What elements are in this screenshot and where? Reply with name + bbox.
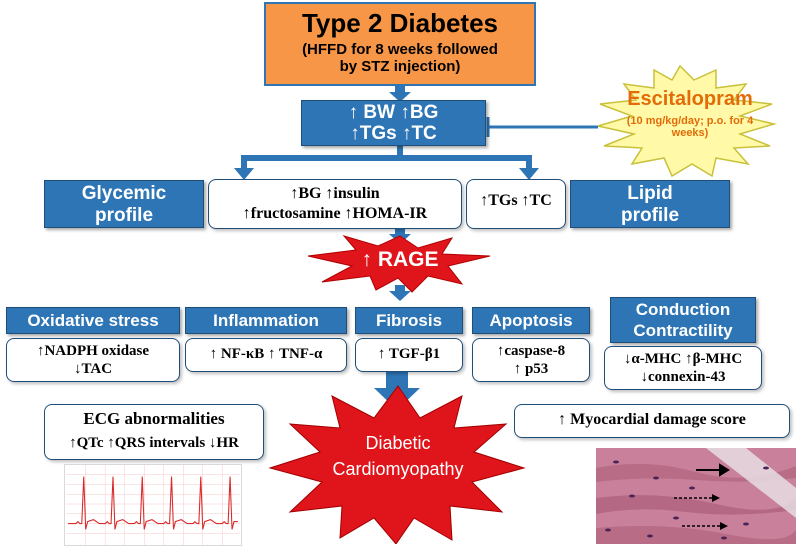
outcome-line-2: Cardiomyopathy [332, 459, 464, 479]
inflammation-value: ↑ NF-κB ↑ TNF-α [209, 346, 323, 362]
params-line-2: ↑TGs ↑TC [350, 123, 437, 144]
diabetes-title: Type 2 Diabetes [301, 8, 499, 38]
drug-burst [597, 64, 777, 178]
ecg-box: ECG abnormalities ↑QTc ↑QRS intervals ↓H… [44, 404, 264, 460]
pathway-apoptosis-values: ↑caspase-8 ↑ p53 [472, 338, 590, 382]
glycemic-value-2: ↑fructosamine ↑HOMA-IR [242, 205, 428, 222]
diabetes-subtitle-1: (HFFD for 8 weeks followed [302, 41, 498, 58]
ecg-trace-image [64, 464, 242, 546]
params-box: ↑ BW ↑BG ↑TGs ↑TC [301, 100, 486, 146]
glycemic-values-box: ↑BG ↑insulin ↑fructosamine ↑HOMA-IR [208, 179, 462, 229]
pathway-oxidative-label: Oxidative stress [6, 307, 180, 334]
ecg-title: ECG abnormalities [83, 409, 225, 428]
histology-image [596, 448, 796, 544]
branch-arrow-left [234, 168, 254, 180]
type2-diabetes-box: Type 2 Diabetes (HFFD for 8 weeks follow… [264, 2, 536, 86]
lipid-values-box: ↑TGs ↑TC [466, 179, 566, 229]
pathway-fibrosis-label: Fibrosis [355, 307, 463, 334]
escitalopram-label: Escitalopram (10 mg/kg/day; p.o. for 4 w… [600, 88, 780, 139]
myocardial-damage-box: ↑ Myocardial damage score [514, 404, 790, 438]
rage-burst [307, 235, 491, 293]
glycemic-label-2: profile [94, 205, 154, 226]
lipid-profile-label: Lipid profile [570, 180, 730, 228]
conduction-label-1: Conduction [635, 300, 731, 319]
branch-bracket [241, 155, 532, 172]
arrow-title-to-params [389, 85, 411, 102]
outcome-burst [268, 385, 526, 544]
pathway-conduction-label: Conduction Contractility [610, 297, 756, 343]
conduction-value-2: ↓connexin-43 [640, 369, 726, 385]
lipid-label-2: profile [620, 205, 680, 226]
pathway-inflammation-label: Inflammation [185, 307, 347, 334]
pathway-conduction-values: ↓α-MHC ↑β-MHC ↓connexin-43 [604, 346, 762, 390]
drug-dose-2: weeks) [671, 127, 709, 139]
diabetes-subtitle-2: by STZ injection) [339, 58, 461, 75]
lipid-label-1: Lipid [627, 183, 673, 204]
ecg-values: ↑QTc ↑QRS intervals ↓HR [69, 435, 239, 451]
outcome-label: Diabetic Cardiomyopathy [320, 430, 476, 482]
outcome-line-1: Diabetic [365, 433, 431, 453]
arrow-rage-to-pathways [389, 285, 411, 301]
apoptosis-value-1: ↑caspase-8 [496, 343, 566, 359]
drug-dose-1: (10 mg/kg/day; p.o. for 4 [626, 115, 754, 127]
conduction-value-1: ↓α-MHC ↑β-MHC [623, 351, 743, 367]
glycemic-value-1: ↑BG ↑insulin [290, 185, 380, 202]
drug-name: Escitalopram [627, 88, 753, 110]
conduction-label-2: Contractility [633, 321, 733, 340]
oxidative-value-2: ↓TAC [73, 361, 113, 377]
rage-label: ↑ RAGE [361, 248, 439, 271]
params-line-1: ↑ BW ↑BG [348, 102, 439, 123]
oxidative-value-1: ↑NADPH oxidase [36, 343, 150, 359]
pathway-oxidative-values: ↑NADPH oxidase ↓TAC [6, 338, 180, 382]
pathway-inflammation-values: ↑ NF-κB ↑ TNF-α [185, 338, 347, 372]
fibrosis-value: ↑ TGF-β1 [377, 346, 441, 362]
glycemic-label-1: Glycemic [81, 183, 167, 204]
pathway-fibrosis-values: ↑ TGF-β1 [355, 338, 463, 372]
pathway-apoptosis-label: Apoptosis [472, 307, 590, 334]
lipid-value: ↑TGs ↑TC [480, 192, 552, 209]
glycemic-profile-label: Glycemic profile [44, 180, 204, 228]
branch-arrow-right [519, 168, 539, 180]
apoptosis-value-2: ↑ p53 [513, 361, 549, 377]
